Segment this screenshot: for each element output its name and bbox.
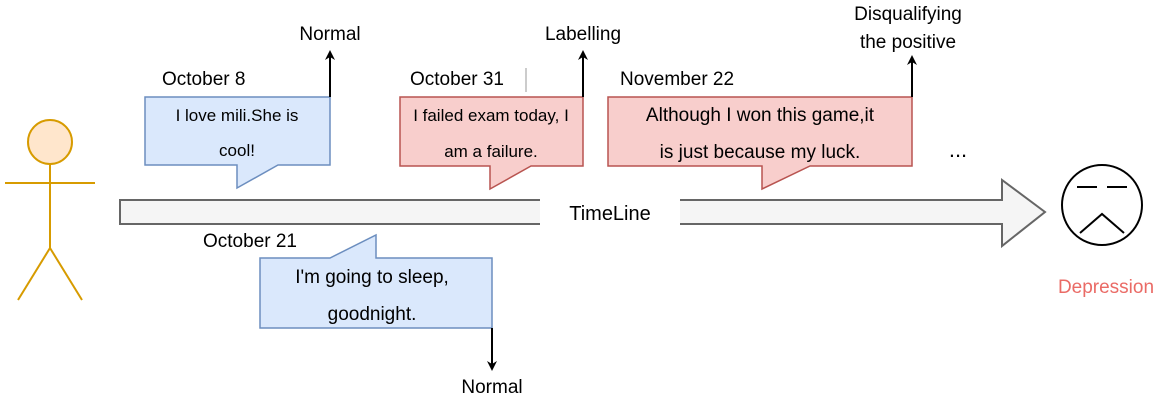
bubble-text-line: I failed exam today, I (413, 106, 569, 125)
category-label: the positive (860, 32, 956, 53)
category-label: Normal (299, 24, 360, 45)
bubble-text-line: is just because my luck. (660, 142, 861, 163)
speech-bubble (144, 96, 331, 190)
bubble-text-line: I'm going to sleep, (295, 267, 449, 288)
outcome-label: Depression (1058, 277, 1154, 298)
event-date: October 21 (203, 231, 297, 252)
category-label: Normal (461, 377, 522, 398)
timeline-arrow: TimeLine (119, 178, 1047, 249)
timeline-label: TimeLine (569, 203, 651, 225)
event-october-21: October 21 I'm going to sleep, goodnight… (203, 231, 523, 398)
event-date: October 31 (410, 69, 504, 90)
category-label: Labelling (545, 24, 621, 45)
bubble-text-line: Although I won this game,it (646, 105, 875, 126)
bubble-text-line: goodnight. (328, 304, 417, 325)
event-date: October 8 (162, 69, 245, 90)
event-october-31: October 31 I failed exam today, I am a f… (399, 24, 621, 191)
speech-bubble (259, 233, 493, 329)
category-label: Disqualifying (854, 4, 962, 25)
bubble-text-line: cool! (219, 141, 255, 160)
bubble-text-line: I love mili.She is (176, 106, 299, 125)
speech-bubble (607, 96, 913, 191)
event-november-22: November 22 Although I won this game,it … (607, 4, 962, 191)
event-date: November 22 (620, 69, 734, 90)
bubble-text-line: am a failure. (444, 142, 538, 161)
user-figure-icon (5, 119, 95, 301)
more-events-ellipsis: ... (949, 137, 967, 162)
event-october-8: October 8 I love mili.She is cool! Norma… (144, 24, 361, 190)
sad-face-icon (1061, 164, 1143, 246)
speech-bubble (399, 96, 584, 191)
